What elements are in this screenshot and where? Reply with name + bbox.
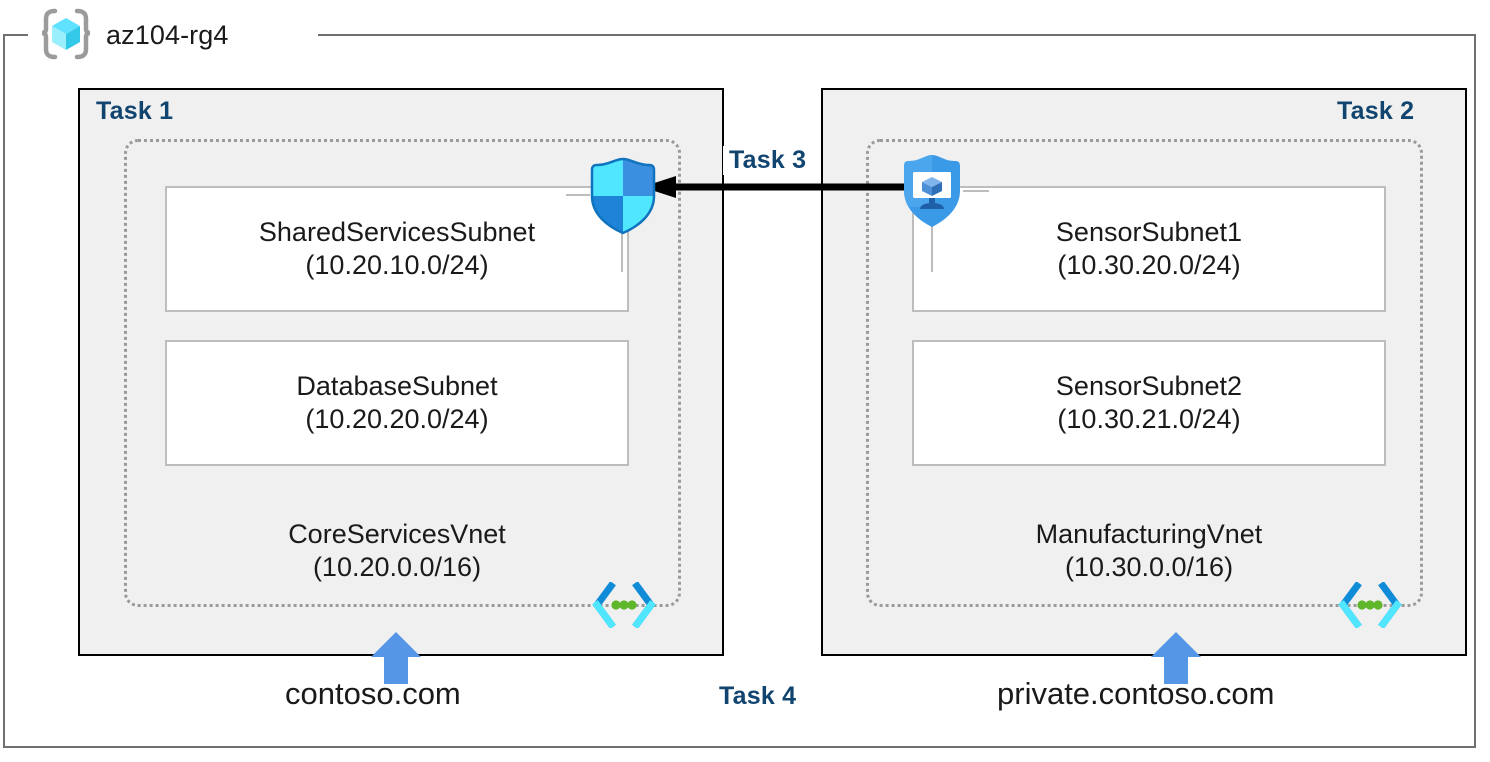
vnet-name: ManufacturingVnet	[1035, 519, 1263, 549]
private-link-shield-monitor-icon	[897, 152, 967, 230]
subnet-name: SensorSubnet1	[1055, 217, 1243, 248]
core-services-vnet-label: CoreServicesVnet (10.20.0.0/16)	[165, 518, 629, 584]
subnet-shared-services: SharedServicesSubnet (10.20.10.0/24)	[165, 186, 629, 312]
private-link-connector-down	[931, 226, 933, 272]
subnet-sensor-1: SensorSubnet1 (10.30.20.0/24)	[912, 186, 1386, 312]
shield-connector-left	[566, 194, 590, 196]
manufacturing-vnet-boundary	[866, 139, 1423, 607]
resource-group-header: az104-rg4	[38, 8, 228, 62]
vnet-peering-left-arrow-icon	[640, 175, 910, 199]
subnet-cidr: (10.20.10.0/24)	[305, 250, 489, 280]
virtual-network-icon	[1337, 581, 1403, 629]
task-2-label: Task 2	[1337, 97, 1415, 125]
dns-link-up-arrow-icon	[1148, 630, 1204, 686]
task-4-label: Task 4	[719, 682, 797, 710]
subnet-name: SharedServicesSubnet	[258, 217, 536, 248]
resource-group-name: az104-rg4	[106, 19, 229, 50]
subnet-sensor-2: SensorSubnet2 (10.30.21.0/24)	[912, 340, 1386, 466]
dns-zone-label-contoso: contoso.com	[285, 676, 461, 711]
core-services-vnet-boundary	[124, 139, 681, 607]
task-3-label: Task 3	[723, 146, 813, 175]
vnet-name: CoreServicesVnet	[288, 519, 506, 549]
task-1-label: Task 1	[96, 97, 174, 125]
network-security-group-shield-icon	[585, 156, 661, 236]
resource-group-cube-icon	[38, 7, 94, 63]
resource-group-header-rule	[300, 34, 1476, 36]
private-link-connector-right	[963, 190, 989, 192]
subnet-cidr: (10.30.21.0/24)	[1057, 404, 1241, 434]
subnet-cidr: (10.30.20.0/24)	[1057, 250, 1241, 280]
virtual-network-icon	[591, 581, 657, 629]
manufacturing-vnet-label: ManufacturingVnet (10.30.0.0/16)	[912, 518, 1386, 584]
vnet-cidr: (10.20.0.0/16)	[312, 551, 482, 582]
subnet-database: DatabaseSubnet (10.20.20.0/24)	[165, 340, 629, 466]
dns-zone-label-private-contoso: private.contoso.com	[997, 676, 1275, 711]
dns-link-up-arrow-icon	[368, 630, 424, 686]
subnet-cidr: (10.20.20.0/24)	[305, 404, 489, 434]
subnet-name: DatabaseSubnet	[296, 371, 498, 402]
subnet-name: SensorSubnet2	[1055, 371, 1243, 402]
vnet-cidr: (10.30.0.0/16)	[1064, 551, 1234, 582]
shield-connector-down	[621, 230, 623, 272]
